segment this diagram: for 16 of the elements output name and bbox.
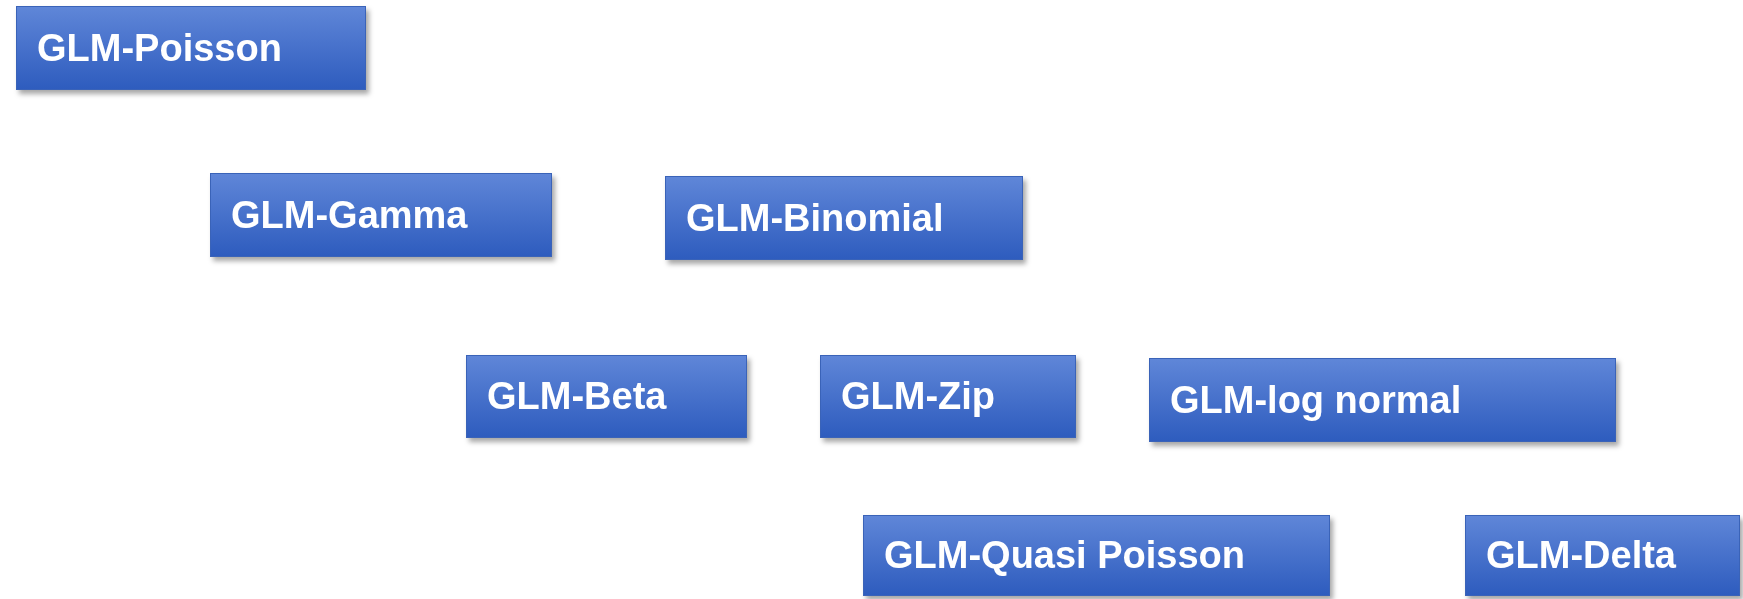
box-label: GLM-Gamma [231, 193, 468, 237]
process-box [1149, 358, 1616, 442]
box-label: GLM-Beta [487, 375, 667, 418]
process-box [665, 176, 1023, 260]
box-label: GLM-log normal [1170, 378, 1462, 422]
process-box [1465, 515, 1740, 596]
process-box [210, 173, 552, 257]
box-label: GLM-Binomial [686, 196, 944, 240]
process-box [16, 6, 366, 90]
box-label: GLM-Poisson [37, 26, 282, 70]
process-box [466, 355, 747, 438]
process-box [863, 515, 1330, 596]
box-label: GLM-Delta [1486, 534, 1676, 577]
box-label: GLM-Quasi Poisson [884, 534, 1246, 577]
process-box [820, 355, 1076, 438]
box-label: GLM-Zip [841, 375, 996, 418]
